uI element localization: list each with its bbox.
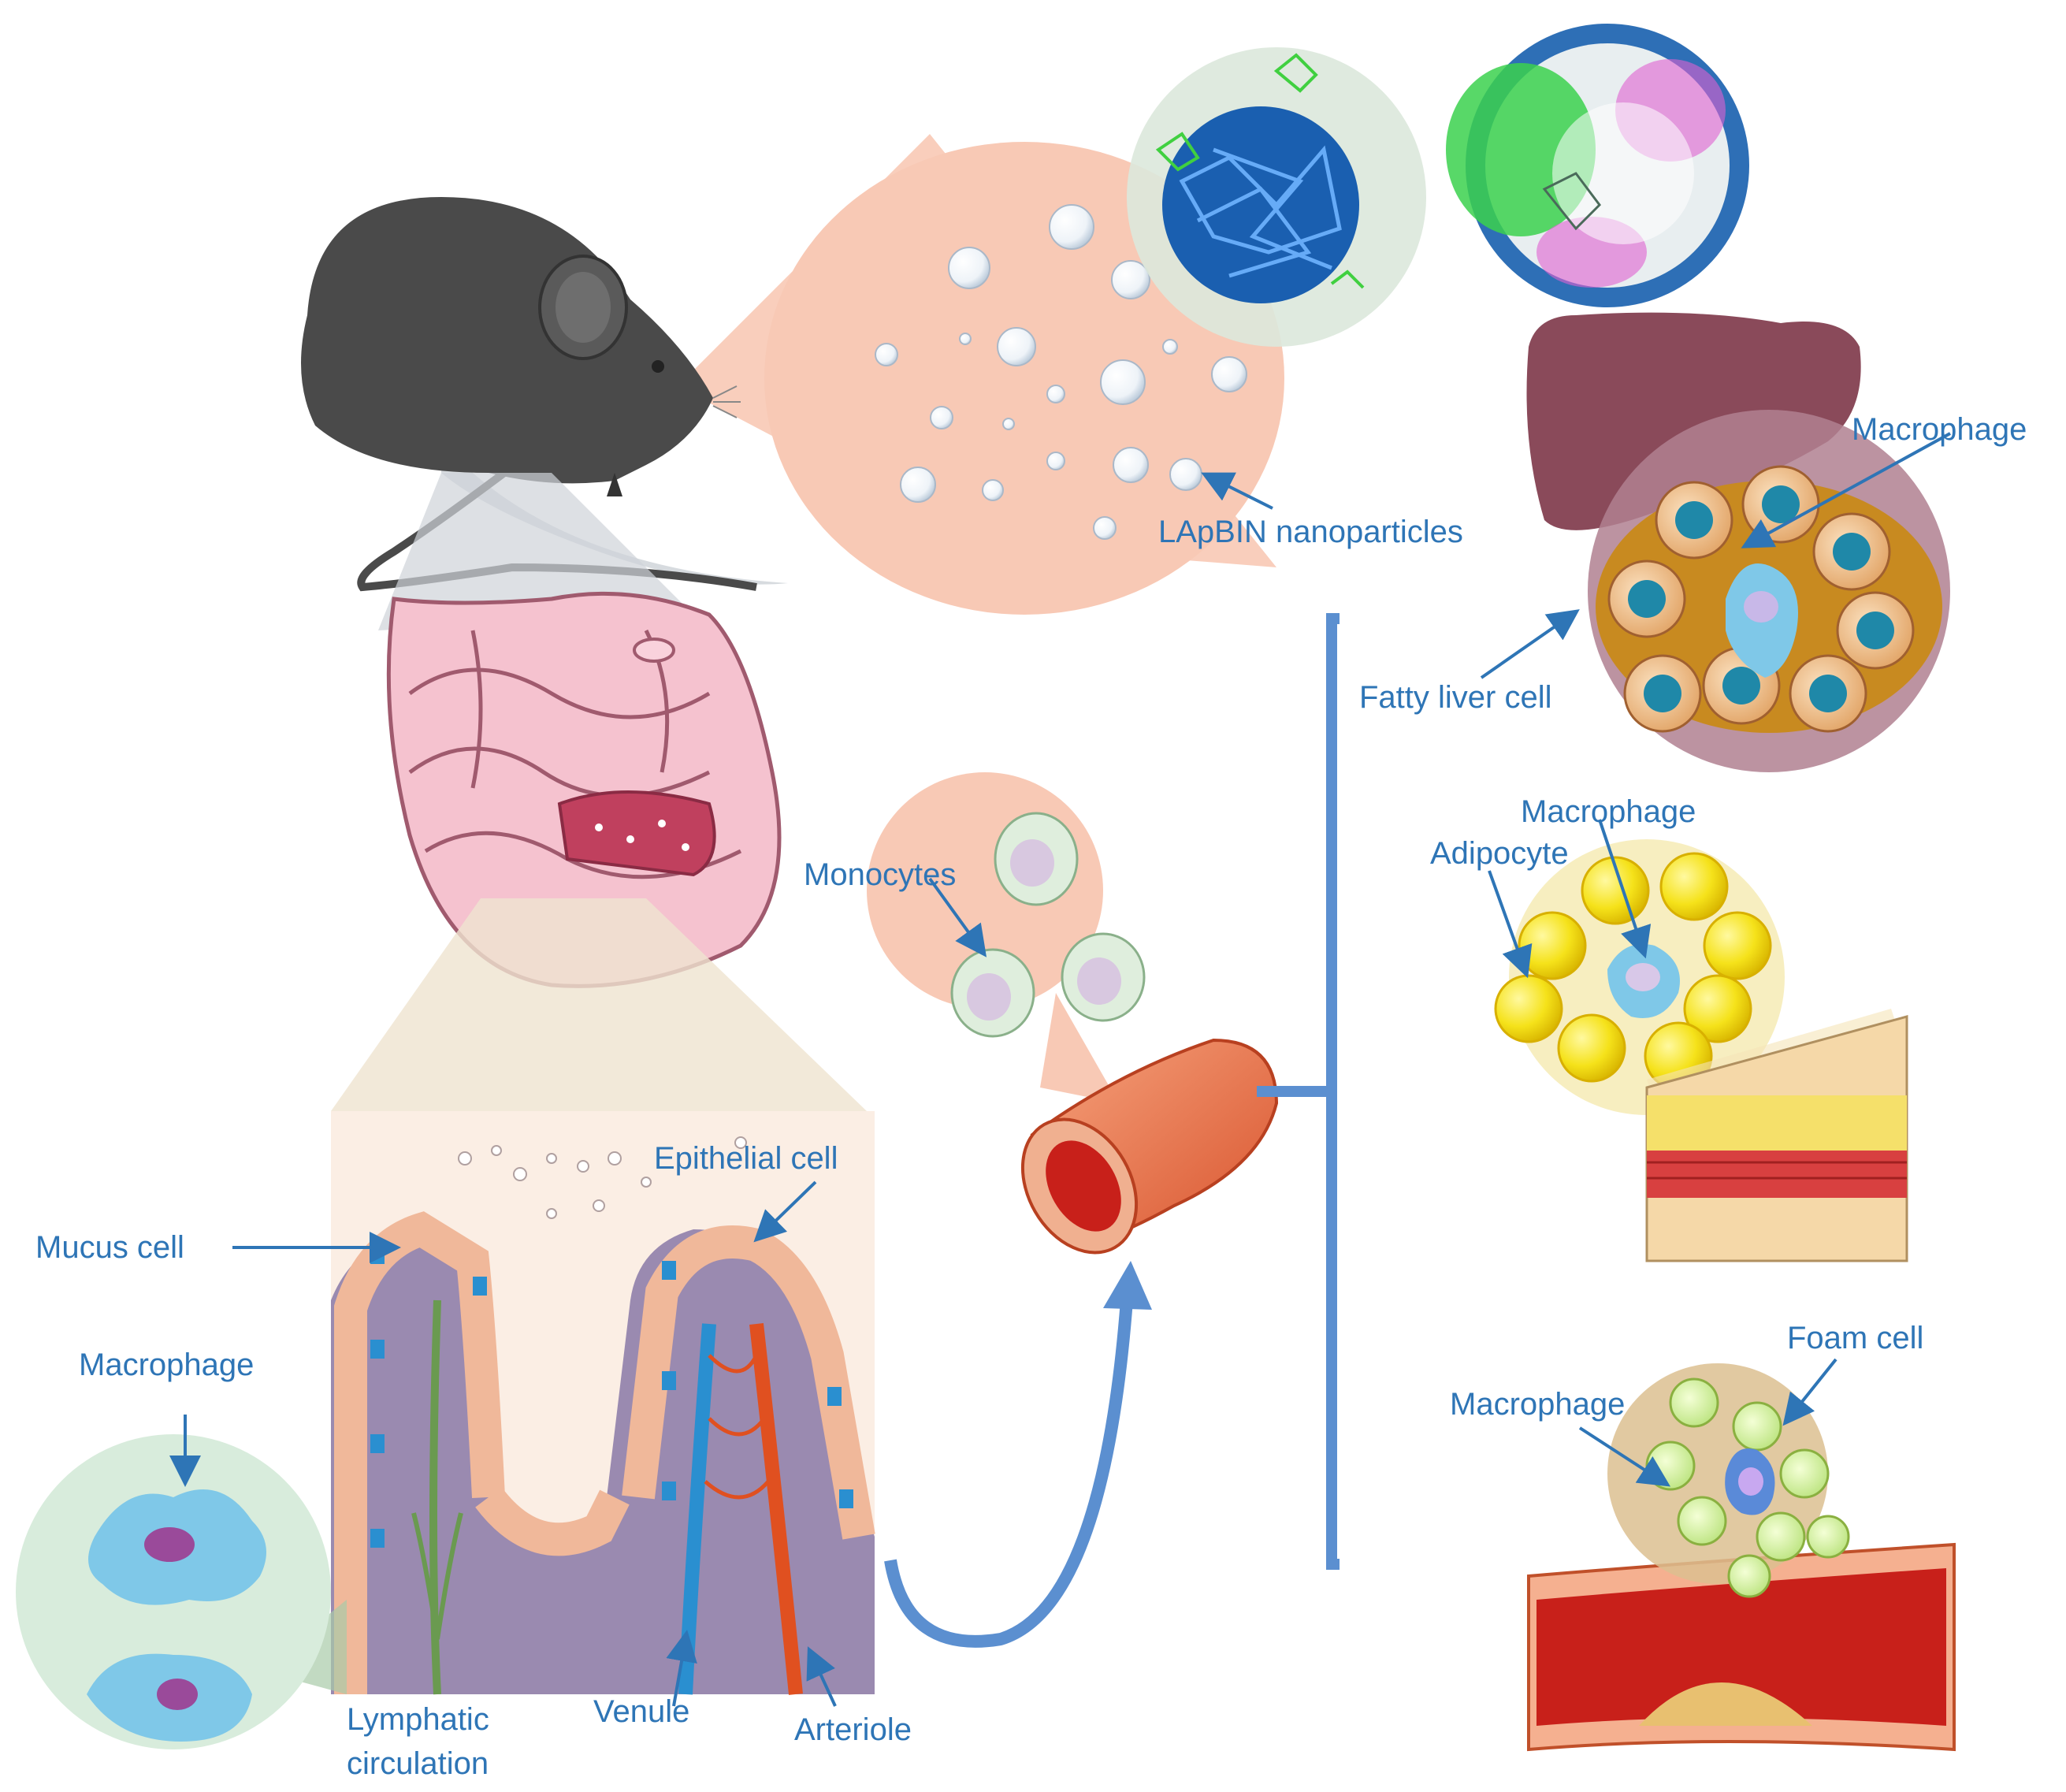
label-macrophage-adipose: Macrophage <box>1521 794 1696 829</box>
intestine-icon <box>386 591 782 988</box>
label-arrows <box>169 432 1951 1707</box>
label-fatty-liver-cell: Fatty liver cell <box>1359 680 1552 715</box>
label-lymphatic-line1: Lymphatic <box>347 1702 489 1737</box>
label-epithelial-cell: Epithelial cell <box>654 1141 838 1176</box>
label-lapbin-nanoparticles: LApBIN nanoparticles <box>1158 515 1463 549</box>
label-macrophage-vessel: Macrophage <box>1450 1387 1626 1422</box>
absorption-arrow <box>884 1299 1133 1648</box>
intestine-zoom-funnel <box>378 473 693 630</box>
label-foam-cell: Foam cell <box>1787 1321 1924 1355</box>
label-monocytes: Monocytes <box>804 857 957 892</box>
blood-vessel-icon <box>1020 1038 1279 1255</box>
monocyte-zoom <box>867 772 1146 1103</box>
nanoparticle-icon <box>875 204 1247 540</box>
label-arteriole: Arteriole <box>794 1712 912 1747</box>
nanoparticle-structure-zoom <box>1127 24 1749 347</box>
label-macrophage-liver: Macrophage <box>1852 412 2027 447</box>
foam-cell-icon <box>1607 1363 1850 1598</box>
villus-zoom-funnel <box>331 898 867 1111</box>
macrophage-icon <box>16 1434 347 1749</box>
label-macrophage-gut: Macrophage <box>79 1348 255 1382</box>
label-adipocyte: Adipocyte <box>1430 836 1569 871</box>
branch-bracket <box>1257 613 1340 1570</box>
label-venule: Venule <box>593 1694 690 1729</box>
label-lymphatic-line2: circulation <box>347 1746 489 1781</box>
label-mucus-cell: Mucus cell <box>35 1230 184 1265</box>
adipose-tissue-block <box>1645 1015 1908 1262</box>
absorption-arrowhead <box>1103 1261 1152 1310</box>
villus-icon <box>331 1111 875 1695</box>
artery-icon <box>1527 1542 1956 1752</box>
